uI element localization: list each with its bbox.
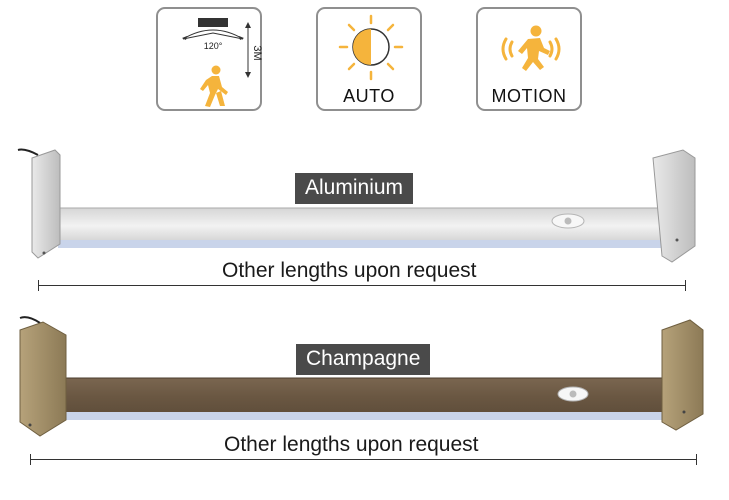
finish-label-aluminium: Aluminium [295, 173, 414, 204]
auto-mode-card: AUTO [316, 7, 422, 111]
motion-mode-card: MOTION [476, 7, 582, 111]
finish-label-champagne: Champagne [296, 344, 431, 375]
sensor-angle-card: 120° 3M [156, 7, 263, 111]
dimension-line-aluminium [38, 285, 685, 286]
sensor-range-icon: 120° 3M [182, 18, 263, 107]
champagne-fixture-image [19, 316, 704, 437]
sun-half-icon [338, 14, 404, 81]
aluminium-fixture-image [17, 148, 696, 263]
motion-label: MOTION [491, 86, 567, 106]
length-note-champagne: Other lengths upon request [224, 433, 479, 456]
walking-person-icon [200, 65, 228, 107]
dimension-tick-left [30, 454, 31, 465]
auto-label: AUTO [343, 86, 395, 106]
dimension-tick-right [685, 280, 686, 291]
angle-label: 120° [204, 41, 223, 51]
height-label: 3M [251, 45, 263, 60]
length-note-aluminium: Other lengths upon request [222, 259, 477, 282]
dimension-tick-left [38, 280, 39, 291]
running-person-motion-icon [501, 25, 561, 71]
dimension-line-champagne [30, 459, 696, 460]
dimension-tick-right [696, 454, 697, 465]
